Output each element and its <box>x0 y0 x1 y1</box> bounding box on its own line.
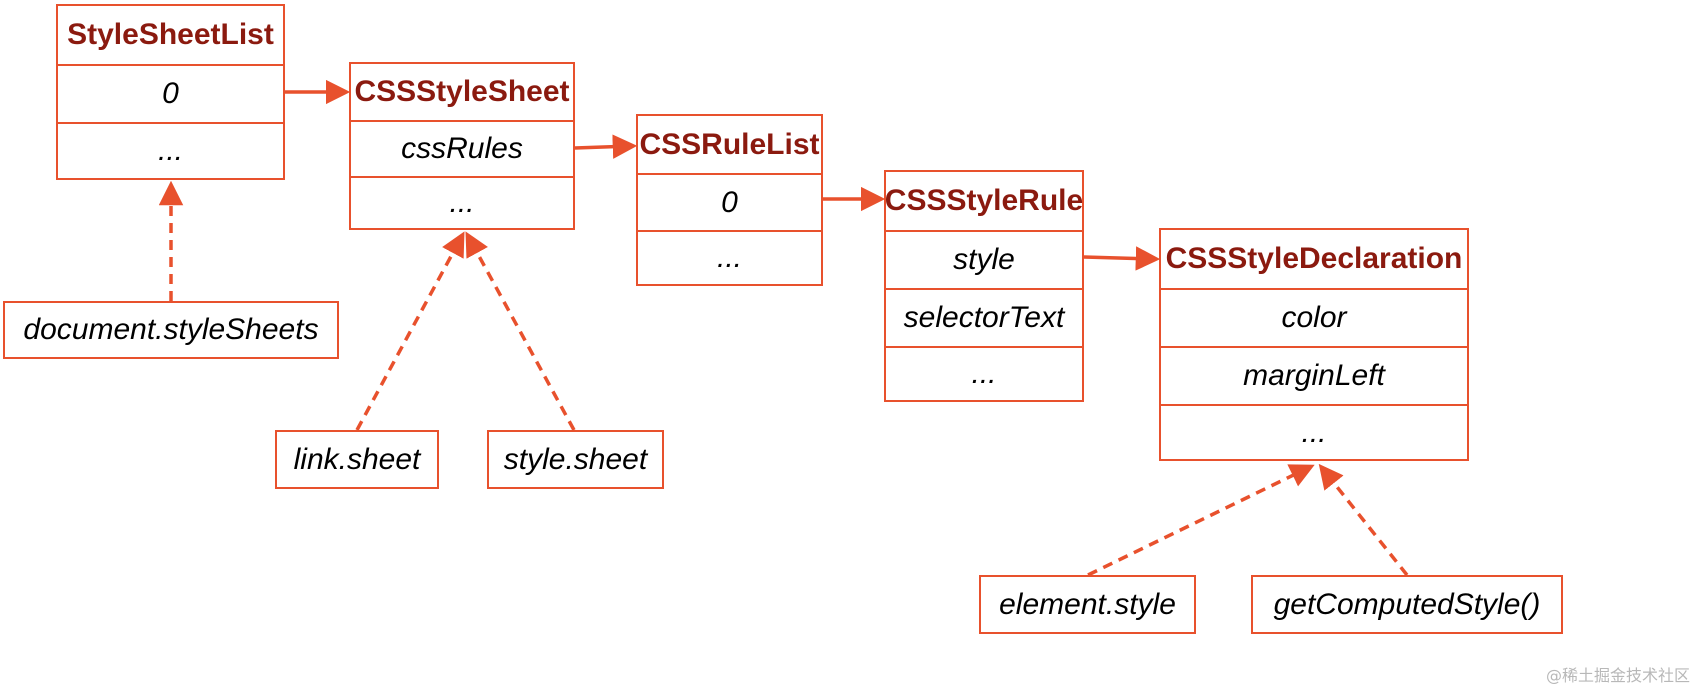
stylesheetlist-box: StyleSheetList 0 ... <box>56 4 285 180</box>
cssrulelist-row-ellipsis: ... <box>638 230 821 284</box>
cssstylesheet-title: CSSStyleSheet <box>354 75 570 108</box>
document-stylesheets-label: document.styleSheets <box>3 301 339 359</box>
watermark-text: @稀土掘金技术社区 <box>1545 666 1690 685</box>
cssrulelist-title: CSSRuleList <box>639 127 820 161</box>
arrow-getcomputedstyle-to-cssstyledeclaration <box>1318 463 1409 577</box>
cssstylerule-title: CSSStyleRule <box>884 184 1084 217</box>
stylesheetlist-row-ellipsis: ... <box>58 122 283 178</box>
cssstylesheet-row-ellipsis: ... <box>351 176 573 228</box>
cssrulelist-box: CSSRuleList 0 ... <box>636 114 823 286</box>
stylesheetlist-title: StyleSheetList <box>67 18 274 51</box>
cssstylesheet-box: CSSStyleSheet cssRules ... <box>349 62 575 230</box>
style-sheet-label: style.sheet <box>487 430 664 489</box>
link-sheet-label: link.sheet <box>275 430 439 489</box>
getcomputedstyle-label: getComputedStyle() <box>1251 575 1563 634</box>
cssstylerule-row-selectortext: selectorText <box>886 288 1082 346</box>
arrow-link-sheet-to-cssstylesheet <box>355 231 465 431</box>
cssstylerule-box: CSSStyleRule style selectorText ... <box>884 170 1084 402</box>
cssstylerule-row-ellipsis: ... <box>886 346 1082 400</box>
cssstyledeclaration-row-marginleft: marginLeft <box>1161 346 1467 404</box>
cssstyledeclaration-row-ellipsis: ... <box>1161 404 1467 459</box>
stylesheetlist-row-0: 0 <box>58 64 283 122</box>
cssstyledeclaration-title: CSSStyleDeclaration <box>1165 242 1463 275</box>
arrow-cssstylesheet-to-cssrulelist <box>574 134 638 159</box>
arrow-cssstylerule-to-cssstyledeclaration <box>1083 246 1161 271</box>
cssrulelist-row-0: 0 <box>638 173 821 230</box>
element-style-label: element.style <box>979 575 1196 634</box>
cssstyledeclaration-row-color: color <box>1161 288 1467 346</box>
arrow-style-sheet-to-cssstylesheet <box>465 231 576 431</box>
arrow-element-style-to-cssstyledeclaration <box>1087 464 1315 577</box>
cssstylerule-row-style: style <box>886 230 1082 288</box>
cssstyledeclaration-box: CSSStyleDeclaration color marginLeft ... <box>1159 228 1469 461</box>
cssstylesheet-row-cssrules: cssRules <box>351 120 573 176</box>
